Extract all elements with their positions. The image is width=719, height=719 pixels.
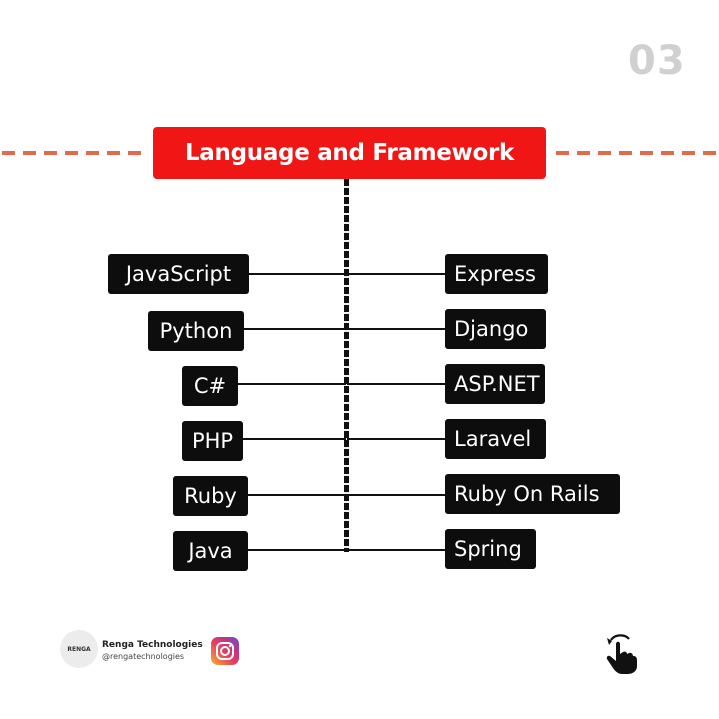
connector-right-express <box>347 273 445 275</box>
connector-right-django <box>347 328 445 330</box>
connector-right-spring <box>347 549 445 551</box>
brand-logo: RENGA <box>60 630 98 668</box>
connector-left-ruby <box>248 494 346 496</box>
connector-left-python <box>244 328 346 330</box>
brand-name: Renga Technologies <box>102 640 203 650</box>
language-node: C# <box>182 366 238 406</box>
framework-node: Express <box>445 254 548 294</box>
connector-left-javascript <box>249 273 346 275</box>
connector-left-csharp <box>238 383 346 385</box>
dashed-line-right <box>556 151 717 155</box>
connector-left-php <box>243 438 346 440</box>
diagram-title: Language and Framework <box>184 140 515 166</box>
title-box: Language and Framework <box>153 127 546 179</box>
vertical-stem <box>344 179 349 552</box>
brand-handle: @rengatechnologies <box>102 652 185 661</box>
connector-right-laravel <box>347 438 445 440</box>
language-node: JavaScript <box>108 254 249 294</box>
language-node: PHP <box>182 421 243 461</box>
instagram-icon[interactable] <box>211 637 239 665</box>
framework-node: Spring <box>445 529 536 569</box>
connector-right-aspnet <box>347 383 445 385</box>
brand-logo-text: RENGA <box>67 645 91 653</box>
swipe-hand-icon[interactable] <box>601 630 641 676</box>
framework-node: Laravel <box>445 419 546 459</box>
framework-node: Ruby On Rails <box>445 474 620 514</box>
connector-right-rails <box>347 494 445 496</box>
language-node: Python <box>148 311 244 351</box>
connector-left-java <box>248 549 346 551</box>
dashed-line-left <box>2 151 144 155</box>
language-node: Ruby <box>173 476 248 516</box>
framework-node: ASP.NET <box>445 364 545 404</box>
language-node: Java <box>173 531 248 571</box>
framework-node: Django <box>445 309 546 349</box>
page-number: 03 <box>628 38 686 84</box>
